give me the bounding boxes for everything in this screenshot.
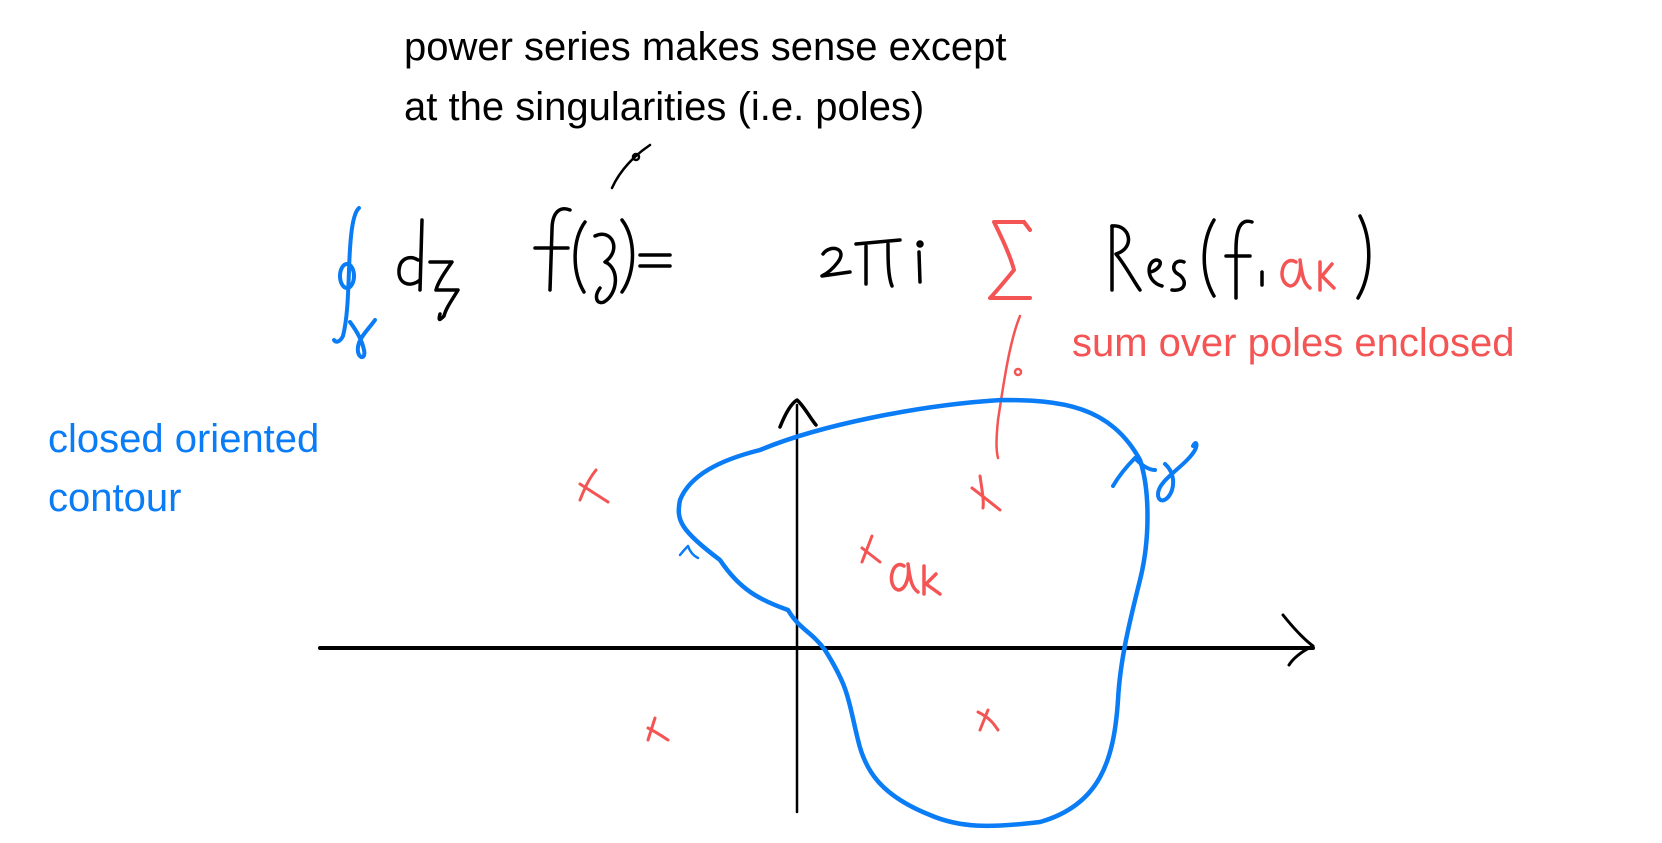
pole-outside-upper-left-icon xyxy=(578,468,610,504)
dz-symbol xyxy=(397,218,460,322)
pole-symbol-a-k xyxy=(1280,258,1336,292)
contour-orientation-arrow-icon xyxy=(1111,456,1157,488)
two-pi-i-symbol xyxy=(820,238,924,288)
pole-enclosed-upper-icon xyxy=(970,474,1002,512)
pole-enclosed-a-k-icon xyxy=(860,534,882,564)
contour-gamma-label xyxy=(1156,441,1199,503)
residue-expression xyxy=(1110,214,1371,300)
contour-small-arrow-icon xyxy=(678,544,700,560)
pole-enclosed-lower-icon xyxy=(976,708,1000,732)
power-series-note-line1: power series makes sense except xyxy=(404,25,1007,69)
x-axis-arrow-icon xyxy=(1281,613,1315,667)
power-series-note-line2: at the singularities (i.e. poles) xyxy=(404,85,925,129)
coordinate-axes xyxy=(318,398,1315,814)
poles xyxy=(578,468,1002,742)
f-of-z-symbol xyxy=(533,207,672,305)
sigma-sum-icon xyxy=(988,220,1032,300)
sigma-pointer xyxy=(995,314,1023,460)
contour-gamma xyxy=(676,397,1150,829)
contour-label-line1: closed oriented xyxy=(48,417,320,461)
singularities-pointer xyxy=(610,143,652,190)
sum-over-poles-label: sum over poles enclosed xyxy=(1072,321,1515,365)
pole-outside-lower-left-icon xyxy=(646,716,670,742)
a-k-label xyxy=(889,562,942,596)
contour-integral-sign-icon xyxy=(332,206,377,359)
y-axis-arrow-icon xyxy=(778,398,818,429)
contour-label-line2: contour xyxy=(48,476,182,520)
